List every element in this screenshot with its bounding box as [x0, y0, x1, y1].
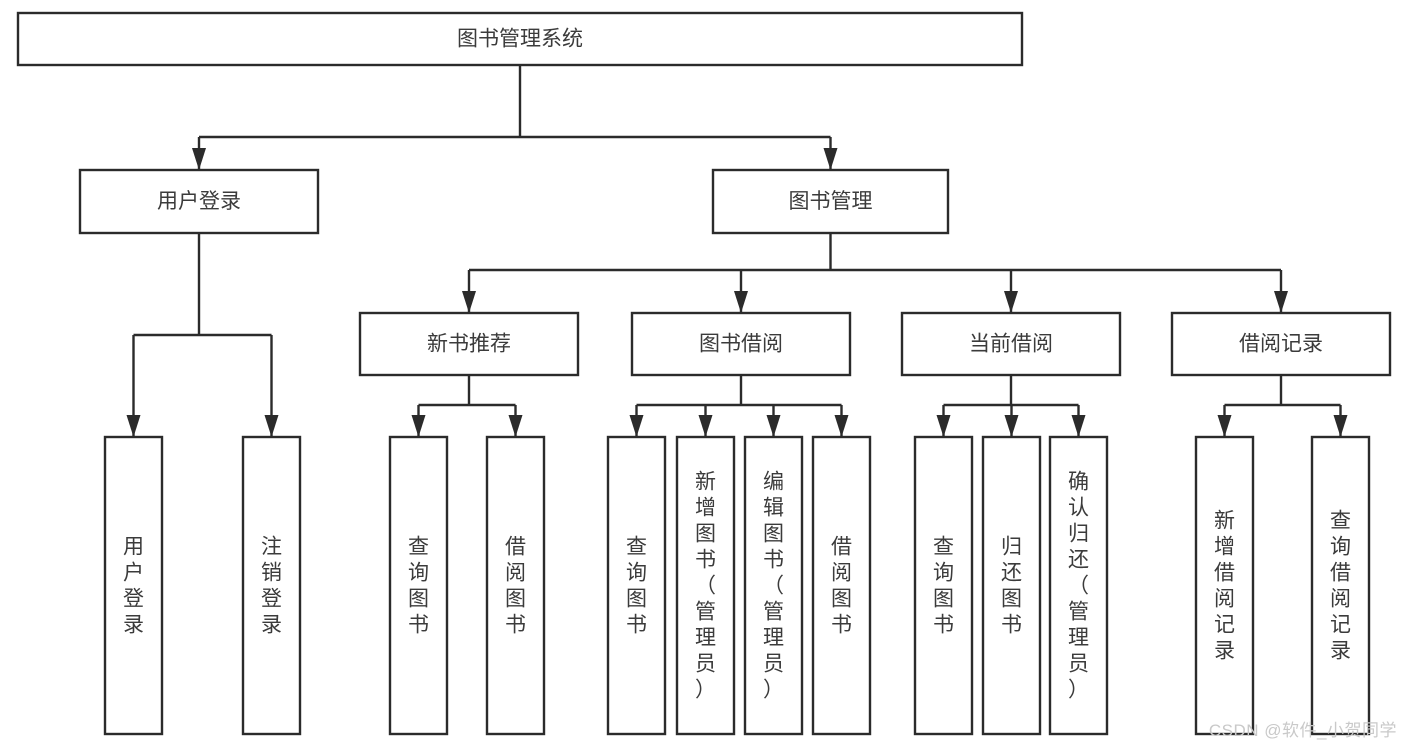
- leaf-node-用户登录-0[interactable]: 用户登录: [103, 435, 164, 736]
- box-outline: [103, 435, 164, 736]
- box-outline: [1194, 435, 1255, 736]
- node-label: 新增借阅记录: [1214, 510, 1235, 663]
- box-outline: [913, 435, 974, 736]
- arrow-head-icon: [192, 148, 206, 170]
- node-label: 借阅记录: [1239, 333, 1323, 356]
- arrow-head-icon: [1004, 415, 1019, 437]
- connector-layer: [126, 65, 1348, 437]
- arrow-head-icon: [1333, 415, 1348, 437]
- box-outline: [811, 435, 872, 736]
- level3-node-借阅记录[interactable]: 借阅记录: [1170, 311, 1392, 377]
- leaf-node-新增图书（管理员）-5[interactable]: 新增图书（管理员）: [675, 435, 736, 736]
- arrow-head-icon: [834, 415, 849, 437]
- arrow-head-icon: [734, 291, 748, 313]
- box-outline: [743, 435, 804, 736]
- leaf-node-归还图书-9[interactable]: 归还图书: [981, 435, 1042, 736]
- node-label: 新书推荐: [427, 333, 511, 356]
- root-node-图书管理系统[interactable]: 图书管理系统: [16, 11, 1024, 67]
- box-outline: [16, 11, 1024, 67]
- level2-node-用户登录[interactable]: 用户登录: [78, 168, 320, 235]
- leaf-node-查询图书-8[interactable]: 查询图书: [913, 435, 974, 736]
- node-label: 查询图书: [933, 536, 954, 637]
- box-outline: [485, 435, 546, 736]
- arrow-head-icon: [126, 415, 141, 437]
- box-outline: [1170, 311, 1392, 377]
- level3-node-当前借阅[interactable]: 当前借阅: [900, 311, 1122, 377]
- box-outline: [358, 311, 580, 377]
- box-outline: [241, 435, 302, 736]
- box-outline: [630, 311, 852, 377]
- csdn-watermark: CSDN @软件_小贺同学: [1208, 721, 1397, 740]
- box-outline: [78, 168, 320, 235]
- leaf-node-查询借阅记录-12[interactable]: 查询借阅记录: [1310, 435, 1371, 736]
- node-label: 图书管理: [789, 190, 873, 213]
- box-outline: [1310, 435, 1371, 736]
- box-outline: [900, 311, 1122, 377]
- box-outline: [675, 435, 736, 736]
- node-label: 用户登录: [157, 190, 241, 213]
- arrow-head-icon: [508, 415, 523, 437]
- leaf-node-注销登录-1[interactable]: 注销登录: [241, 435, 302, 736]
- node-label: 注销登录: [261, 536, 282, 637]
- box-outline: [711, 168, 950, 235]
- node-label: 查询图书: [626, 536, 647, 637]
- arrow-head-icon: [698, 415, 713, 437]
- node-label: 新增图书（管理员）: [695, 471, 716, 702]
- node-label: 当前借阅: [969, 333, 1053, 356]
- arrow-head-icon: [629, 415, 644, 437]
- box-outline: [388, 435, 449, 736]
- node-label: 借阅图书: [505, 536, 526, 637]
- arrow-head-icon: [766, 415, 781, 437]
- level3-node-图书借阅[interactable]: 图书借阅: [630, 311, 852, 377]
- leaf-node-确认归还（管理员）-10[interactable]: 确认归还（管理员）: [1048, 435, 1109, 736]
- arrow-head-icon: [936, 415, 951, 437]
- leaf-node-新增借阅记录-11[interactable]: 新增借阅记录: [1194, 435, 1255, 736]
- node-label: 编辑图书（管理员）: [763, 471, 784, 702]
- node-label: 图书借阅: [699, 333, 783, 356]
- leaf-node-编辑图书（管理员）-6[interactable]: 编辑图书（管理员）: [743, 435, 804, 736]
- box-outline: [606, 435, 667, 736]
- arrow-head-icon: [264, 415, 279, 437]
- arrow-head-icon: [1071, 415, 1086, 437]
- leaf-node-借阅图书-3[interactable]: 借阅图书: [485, 435, 546, 736]
- arrow-head-icon: [1217, 415, 1232, 437]
- arrow-head-icon: [823, 148, 838, 170]
- leaf-node-借阅图书-7[interactable]: 借阅图书: [811, 435, 872, 736]
- arrow-head-icon: [411, 415, 426, 437]
- node-label: 图书管理系统: [457, 28, 583, 51]
- node-label: 用户登录: [123, 536, 144, 637]
- arrow-head-icon: [1274, 291, 1288, 313]
- node-label: 借阅图书: [831, 536, 852, 637]
- box-outline: [981, 435, 1042, 736]
- node-label: 归还图书: [1001, 536, 1022, 637]
- arrow-head-icon: [462, 291, 476, 313]
- node-label: 查询借阅记录: [1330, 510, 1351, 663]
- node-label: 确认归还（管理员）: [1068, 471, 1089, 702]
- node-layer: 图书管理系统用户登录图书管理新书推荐图书借阅当前借阅借阅记录用户登录注销登录查询…: [16, 11, 1392, 736]
- level3-node-新书推荐[interactable]: 新书推荐: [358, 311, 580, 377]
- node-label: 查询图书: [408, 536, 429, 637]
- level2-node-图书管理[interactable]: 图书管理: [711, 168, 950, 235]
- box-outline: [1048, 435, 1109, 736]
- arrow-head-icon: [1004, 291, 1018, 313]
- leaf-node-查询图书-4[interactable]: 查询图书: [606, 435, 667, 736]
- leaf-node-查询图书-2[interactable]: 查询图书: [388, 435, 449, 736]
